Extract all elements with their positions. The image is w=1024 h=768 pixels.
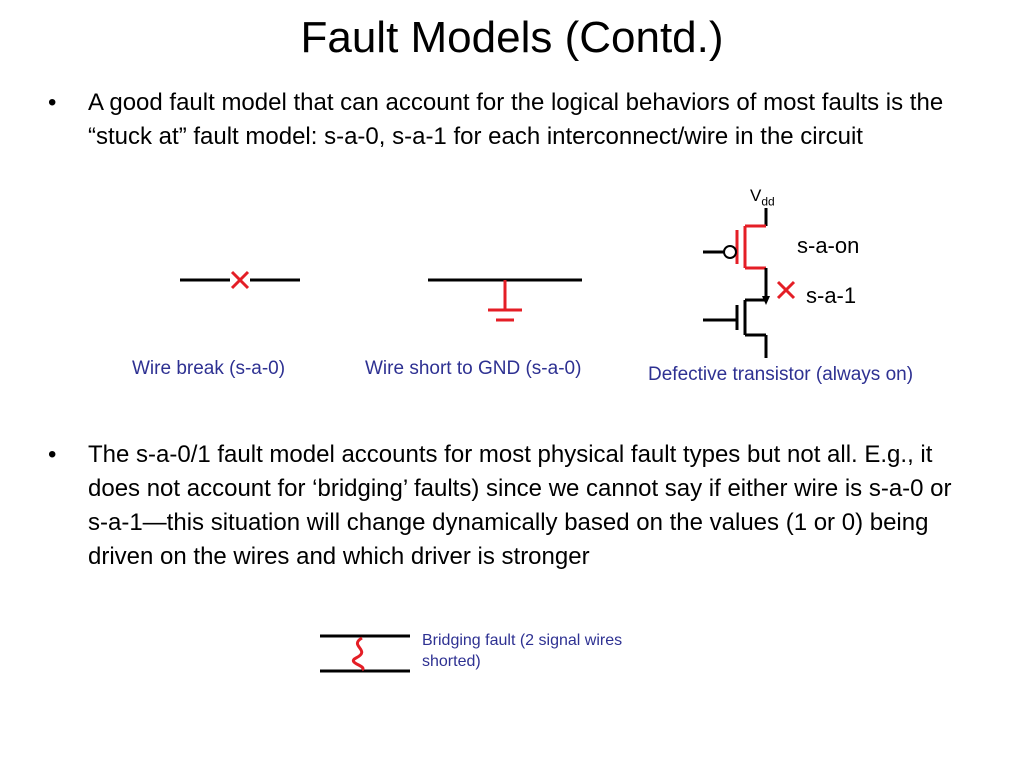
wire-break-diagram — [180, 270, 300, 290]
bullet-1: • A good fault model that can account fo… — [48, 86, 968, 154]
pmos-bubble — [723, 245, 737, 259]
nmos-transistor — [703, 298, 768, 358]
wire-short-caption: Wire short to GND (s-a-0) — [365, 358, 582, 379]
ground-icon — [488, 280, 522, 322]
stuck-x-icon — [776, 280, 796, 300]
bridge-squiggle-icon — [352, 636, 365, 672]
s-a-on-label: s-a-on — [797, 233, 860, 258]
vdd-label: Vdd — [750, 186, 775, 209]
wire-break-caption: Wire break (s-a-0) — [132, 358, 286, 379]
s-a-1-label: s-a-1 — [806, 283, 857, 308]
bullet-text: The s-a-0/1 fault model accounts for mos… — [88, 441, 952, 570]
break-x-icon — [230, 270, 250, 290]
wire-short-diagram — [428, 278, 582, 322]
bullet-text: A good fault model that can account for … — [88, 89, 944, 150]
slide-title: Fault Models (Contd.) — [300, 13, 724, 62]
pmos-transistor — [703, 224, 766, 270]
bullet-2: • The s-a-0/1 fault model accounts for m… — [48, 438, 968, 574]
bullet-marker: • — [48, 89, 57, 116]
transistor-caption: Defective transistor (always on) — [648, 364, 914, 385]
bridging-diagram — [320, 634, 410, 673]
bullet-marker: • — [48, 441, 57, 468]
bridging-caption: Bridging fault (2 signal wires shorted) — [422, 632, 623, 670]
transistor-diagram — [703, 208, 796, 358]
